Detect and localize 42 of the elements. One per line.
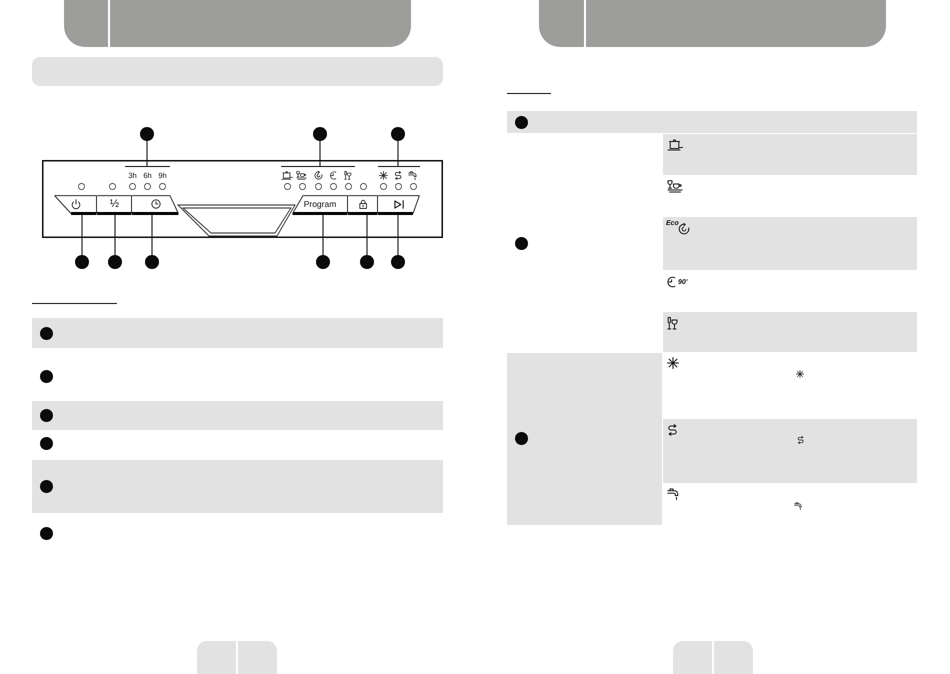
callout-dot-icon (75, 255, 89, 269)
callout-dot-icon (40, 480, 52, 492)
shaded-row (32, 460, 443, 513)
shaded-cell (507, 353, 662, 525)
callout-dot-icon (145, 255, 159, 269)
callout-dot-icon (514, 432, 528, 444)
callout-dot-icon (40, 326, 52, 340)
option-indicator-group (378, 166, 420, 191)
callout-dot-icon (391, 127, 405, 141)
callout-dot-icon (40, 370, 52, 382)
callout-dot-icon (391, 255, 405, 269)
shaded-cell (663, 134, 917, 175)
shaded-row (507, 111, 917, 133)
callout-dot-icon (140, 127, 154, 141)
leader-line (322, 214, 324, 256)
start-pause-button (378, 195, 420, 215)
leader-line (366, 214, 368, 256)
callout-dot-icon (40, 408, 52, 422)
power-button (54, 195, 97, 215)
callout-dot-icon (514, 236, 528, 250)
callout-dot-icon (108, 255, 122, 269)
delay-indicator-group (125, 166, 170, 191)
leader-line (114, 214, 116, 256)
callout-dot-icon (40, 436, 52, 450)
lock-button (348, 195, 378, 215)
shaded-cell (663, 312, 917, 352)
delay-timer-button (132, 195, 179, 215)
shaded-row (32, 401, 443, 430)
callout-dot-icon (316, 255, 330, 269)
shaded-cell (663, 217, 917, 270)
program-button: Program (292, 195, 348, 215)
half-load-button: ½ (97, 195, 132, 215)
section-heading-bar (32, 57, 443, 86)
callout-dot-icon (313, 127, 327, 141)
shaded-row (32, 318, 443, 348)
leader-line (146, 140, 148, 166)
callout-dot-icon (360, 255, 374, 269)
control-panel (42, 160, 443, 238)
callout-dot-icon (40, 526, 52, 540)
callout-dot-icon (514, 116, 528, 128)
shaded-cell (663, 419, 917, 483)
program-indicator-group (281, 166, 355, 191)
